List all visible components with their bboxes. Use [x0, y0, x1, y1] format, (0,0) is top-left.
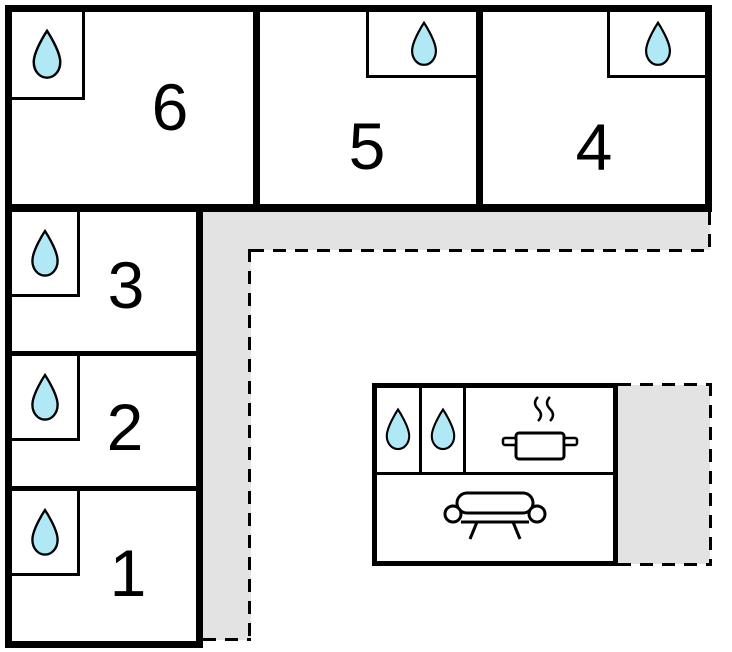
water-drop-icon	[385, 408, 411, 451]
kitchen-divider-line	[463, 388, 466, 472]
dashed-boundary-kitchen-terrace-right	[709, 383, 712, 566]
room-label-2: 2	[106, 390, 144, 464]
sink-box-room-2	[12, 356, 80, 441]
sink-box-room-4	[607, 12, 706, 78]
wall-divider-room5-room4	[476, 5, 483, 212]
dashed-boundary-corridor-right	[248, 249, 251, 641]
wall-right-top	[705, 5, 712, 212]
sink-box-room-5	[366, 12, 478, 78]
wall-bottom-left-wing	[5, 641, 203, 648]
room-label-6: 6	[151, 70, 189, 144]
wall-left	[5, 5, 12, 648]
terrace-strip-horizontal	[251, 212, 710, 250]
water-drop-icon	[32, 29, 62, 79]
dashed-boundary-kitchen-terrace-top	[618, 383, 712, 386]
room-label-4: 4	[575, 110, 613, 184]
wall-left-wing-right	[196, 205, 203, 648]
water-drop-icon	[30, 373, 59, 421]
wall-divider-room3-room2	[5, 351, 203, 356]
dashed-boundary-corridor-bottom	[251, 249, 712, 252]
kitchen-living-unit	[372, 383, 618, 566]
water-drop-icon	[30, 229, 59, 277]
dashed-boundary-corridor-right-end	[708, 212, 711, 252]
water-drop-icon	[430, 408, 456, 451]
room-label-5: 5	[348, 109, 386, 183]
room-label-3: 3	[107, 248, 145, 322]
dashed-boundary-corridor-bottom-end	[203, 638, 251, 641]
stove-icon	[501, 396, 579, 461]
wall-top-rooms-bottom	[5, 204, 712, 212]
wall-top	[5, 5, 712, 12]
terrace-kitchen	[618, 385, 710, 564]
water-drop-icon	[30, 508, 59, 556]
wall-divider-room6-room5	[253, 5, 260, 212]
sink-box-room-3	[12, 212, 80, 297]
water-drop-icon	[644, 21, 672, 66]
kitchen-horizontal-divider	[377, 472, 613, 475]
sink-box-room-6	[12, 12, 85, 100]
sink-box-room-1	[12, 491, 80, 576]
kitchen-divider-line	[419, 388, 422, 472]
room-label-1: 1	[109, 536, 147, 610]
dashed-boundary-kitchen-terrace-bottom	[618, 563, 712, 566]
terrace-strip-vertical	[203, 212, 251, 640]
water-drop-icon	[410, 21, 437, 66]
sofa-icon	[443, 491, 547, 540]
wall-divider-room2-room1	[5, 486, 203, 491]
